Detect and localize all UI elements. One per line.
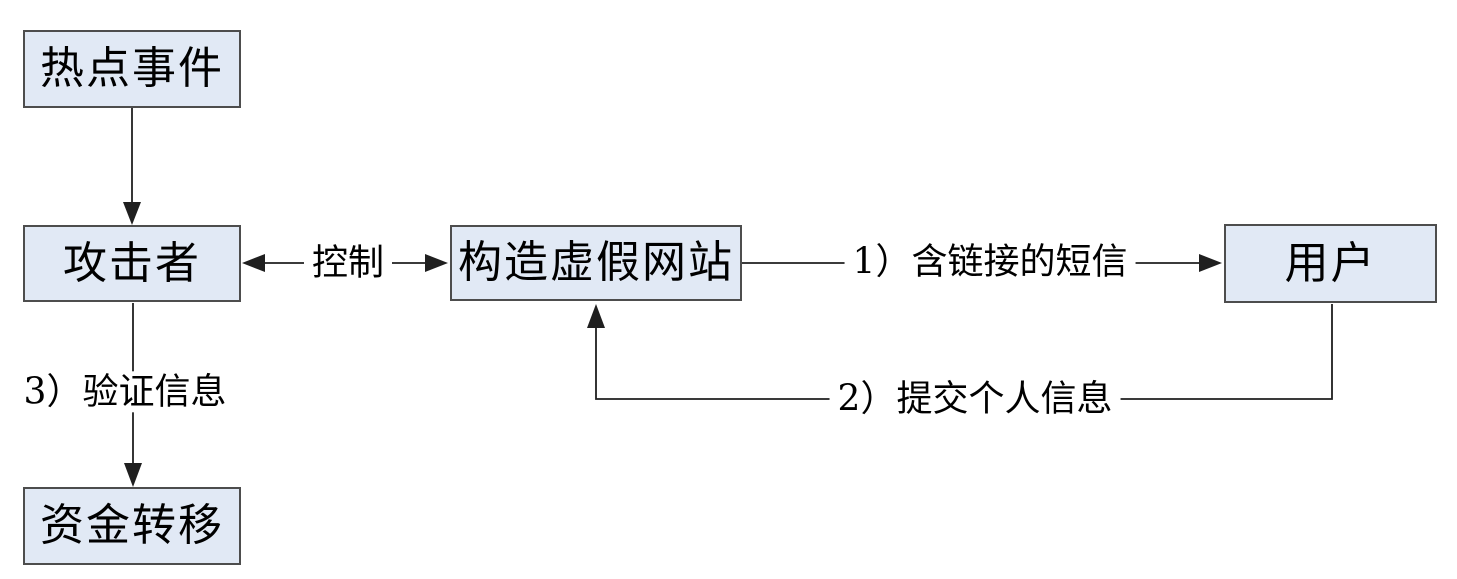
node-hot-event: 热点事件: [23, 30, 241, 108]
node-attacker: 攻击者: [23, 225, 241, 302]
arrowhead-up-fakesite: [587, 304, 605, 328]
node-user: 用户: [1224, 224, 1437, 303]
edge-label-verify-info: 3）验证信息: [15, 371, 235, 413]
edge-label-control: 控制: [303, 242, 393, 284]
edge-label-sms-with-link: 1）含链接的短信: [844, 241, 1136, 283]
node-fund-transfer: 资金转移: [23, 487, 241, 565]
arrowhead-right-user: [1199, 254, 1222, 272]
arrowhead-down-fundtransfer: [124, 463, 142, 487]
arrowhead-right-fakesite: [425, 254, 448, 272]
node-fake-website: 构造虚假网站: [450, 225, 742, 301]
arrowhead-down-attacker: [123, 202, 141, 225]
arrowhead-left-attacker: [242, 254, 265, 272]
edge-label-submit-personal-info: 2）提交个人信息: [829, 378, 1121, 420]
